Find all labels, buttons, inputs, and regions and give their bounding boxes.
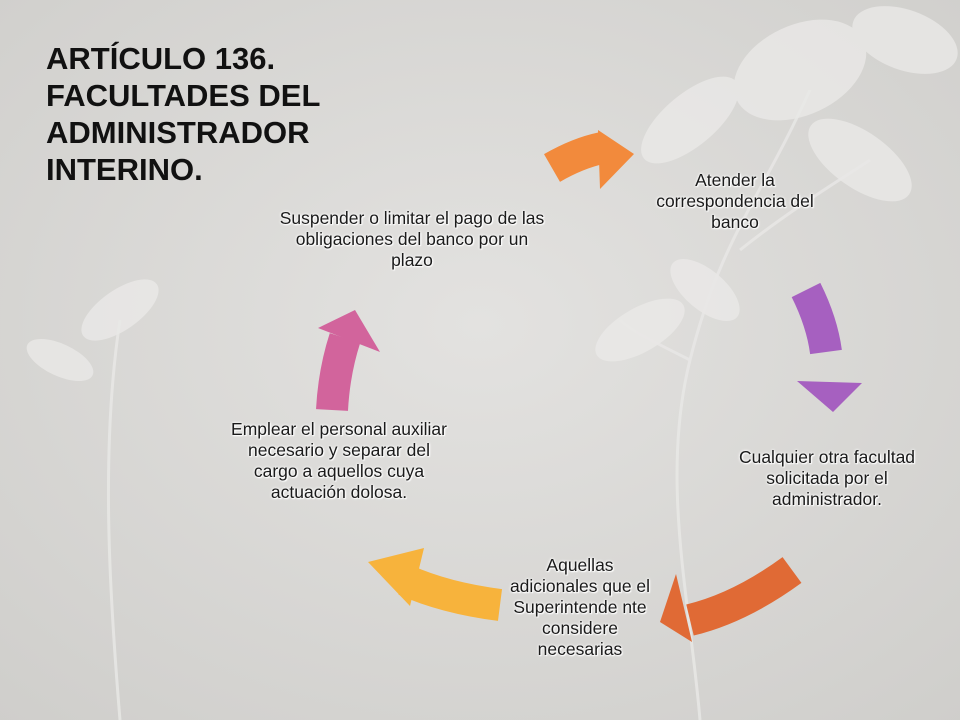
arrow-red-orange bbox=[660, 557, 802, 642]
title-line-3: ADMINISTRADOR bbox=[46, 115, 310, 150]
title-line-1: ARTÍCULO 136. bbox=[46, 41, 276, 76]
title-line-2: FACULTADES DEL bbox=[46, 78, 321, 113]
arrow-purple bbox=[791, 282, 862, 412]
botanical-decoration bbox=[26, 6, 958, 382]
slide-title: ARTÍCULO 136. FACULTADES DEL ADMINISTRAD… bbox=[46, 40, 406, 188]
cycle-node-otra-facultad: Cualquier otra facultad solicitada por e… bbox=[738, 447, 916, 509]
title-line-4: INTERINO. bbox=[46, 152, 203, 187]
cycle-node-emplear-personal: Emplear el personal auxiliar necesario y… bbox=[231, 419, 447, 502]
botanical-stems bbox=[106, 89, 871, 720]
cycle-node-correspondencia: Atender la correspondencia del banco bbox=[656, 170, 814, 232]
cycle-node-suspender-pago: Suspender o limitar el pago de las oblig… bbox=[279, 208, 545, 270]
cycle-node-adicionales: Aquellas adicionales que el Superintende… bbox=[509, 555, 651, 659]
arrow-pink bbox=[316, 310, 380, 411]
arrow-yellow bbox=[368, 548, 503, 621]
arrow-orange bbox=[544, 130, 634, 189]
